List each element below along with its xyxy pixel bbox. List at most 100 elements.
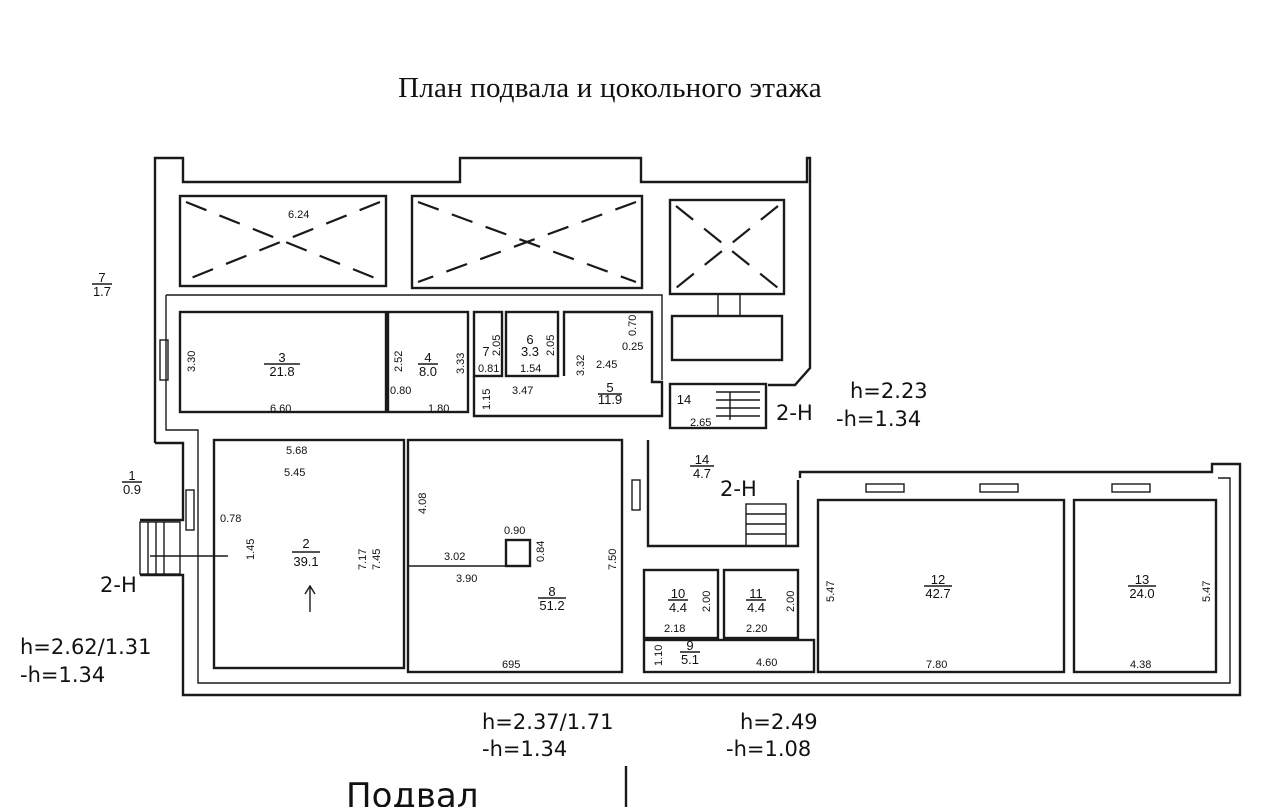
- dimension: 2.05: [491, 335, 503, 356]
- room-3-number: 3: [278, 350, 285, 365]
- room-7: [472, 310, 504, 378]
- windows: [159, 339, 1151, 531]
- lightwell-left: [178, 194, 388, 288]
- dimension: 5.45: [284, 467, 305, 479]
- dimension-labels: 6.24 3.30 2.52 3.33 0.80 1.80 6.60 5.68 …: [186, 209, 1213, 671]
- room-7-number: 7: [482, 344, 489, 359]
- room-3: [178, 310, 388, 414]
- room-14-area: 4.7: [693, 466, 711, 481]
- dimension: 0.25: [622, 341, 643, 353]
- dimension: 2.00: [785, 591, 797, 612]
- dimension: 6.60: [270, 403, 291, 415]
- dimension: 1.45: [245, 539, 257, 560]
- room-2: [212, 438, 406, 670]
- dimension: 5.47: [825, 581, 837, 602]
- room-6: [504, 310, 560, 378]
- dimension: 2.20: [746, 623, 767, 635]
- room-8-area: 51.2: [539, 598, 564, 613]
- room-11-number: 11: [749, 586, 763, 601]
- dimension: 2.52: [393, 351, 405, 372]
- dimension: 0.78: [220, 513, 241, 525]
- dimension: 1.54: [520, 363, 541, 375]
- section-mark: 2-Н: [720, 477, 757, 501]
- stair-upper: [716, 391, 760, 420]
- lightwell-right: [668, 198, 786, 362]
- room-6-area: 3.3: [521, 344, 539, 359]
- room-12-area: 42.7: [925, 586, 950, 601]
- room-8: [406, 438, 624, 674]
- room-1-area: 0.9: [123, 482, 141, 497]
- height-label: h=2.49: [740, 710, 818, 734]
- room-10-number: 10: [671, 586, 685, 601]
- lightwell-middle: [410, 194, 644, 290]
- dimension: 4.08: [417, 493, 429, 514]
- stair-lower: [745, 503, 787, 547]
- section-mark: 2-Н: [100, 573, 137, 597]
- room-2-number: 2: [302, 536, 309, 551]
- dimension: 2.65: [690, 417, 711, 429]
- room-1-number: 1: [128, 468, 135, 483]
- room-7-area: 1.7: [93, 284, 111, 299]
- dimension: 2.05: [545, 335, 557, 356]
- room-11-area: 4.4: [747, 600, 765, 615]
- room-12: [816, 498, 1066, 674]
- room-11: [722, 568, 800, 640]
- room-4-number: 4: [424, 350, 431, 365]
- dimension: 3.90: [456, 573, 477, 585]
- room-13-number: 13: [1135, 572, 1149, 587]
- room-10: [642, 568, 720, 640]
- room-7-side-number: 7: [98, 270, 105, 285]
- dimension: 7.50: [607, 549, 619, 570]
- dimension: 4.38: [1130, 659, 1151, 671]
- room-13: [1072, 498, 1218, 674]
- room-2-area: 39.1: [293, 554, 318, 569]
- dimension: 2.18: [664, 623, 685, 635]
- height-label: h=2.23: [850, 379, 928, 403]
- dimension: 7.45: [371, 549, 383, 570]
- dimension: 3.32: [575, 355, 587, 376]
- dimension: 7.80: [926, 659, 947, 671]
- dimension: 5.47: [1201, 581, 1213, 602]
- dimension: 0.70: [627, 315, 639, 336]
- dimension: 0.81: [478, 363, 499, 375]
- dimension: 0.84: [535, 541, 547, 562]
- dimension: 0.90: [504, 525, 525, 537]
- dimension: 1.10: [653, 645, 665, 666]
- height-neg-label: -h=1.08: [726, 737, 811, 761]
- dimension: 0.80: [390, 385, 411, 397]
- dimension: 3.02: [444, 551, 465, 563]
- dimension: 6.24: [288, 209, 309, 221]
- room-9: [642, 638, 816, 674]
- entrance-stair: [139, 521, 228, 575]
- room-4: [386, 310, 470, 414]
- height-neg-label: -h=1.34: [20, 663, 105, 687]
- room-10-area: 4.4: [669, 600, 687, 615]
- room-9-number: 9: [686, 638, 693, 653]
- room-8-number: 8: [548, 584, 555, 599]
- plan-title: План подвала и цокольного этажа: [398, 72, 822, 104]
- dimension: 695: [502, 659, 520, 671]
- room-4-area: 8.0: [419, 364, 437, 379]
- room-14: [646, 440, 800, 548]
- stamp-text: Подвал: [346, 776, 478, 807]
- dimension: 1.80: [428, 403, 449, 415]
- dimension: 7.17: [357, 549, 369, 570]
- dimension: 4.60: [756, 657, 777, 669]
- dimension: 3.30: [186, 351, 198, 372]
- room-5-number: 5: [606, 380, 613, 395]
- column: [504, 538, 532, 568]
- room-5: [472, 310, 664, 418]
- dimension: 3.33: [455, 353, 467, 374]
- room-6-number: 6: [526, 332, 533, 347]
- section-mark: 2-Н: [776, 401, 813, 425]
- height-neg-label: -h=1.34: [836, 407, 921, 431]
- room-12-number: 12: [931, 572, 945, 587]
- building-outline: [140, 156, 1242, 697]
- room-14-upper-number: 14: [677, 392, 691, 407]
- height-label: h=2.62/1.31: [20, 635, 152, 659]
- room-13-area: 24.0: [1129, 586, 1154, 601]
- dimension: 5.68: [286, 445, 307, 457]
- dimension: 3.47: [512, 385, 533, 397]
- dimension: 1.15: [481, 389, 493, 410]
